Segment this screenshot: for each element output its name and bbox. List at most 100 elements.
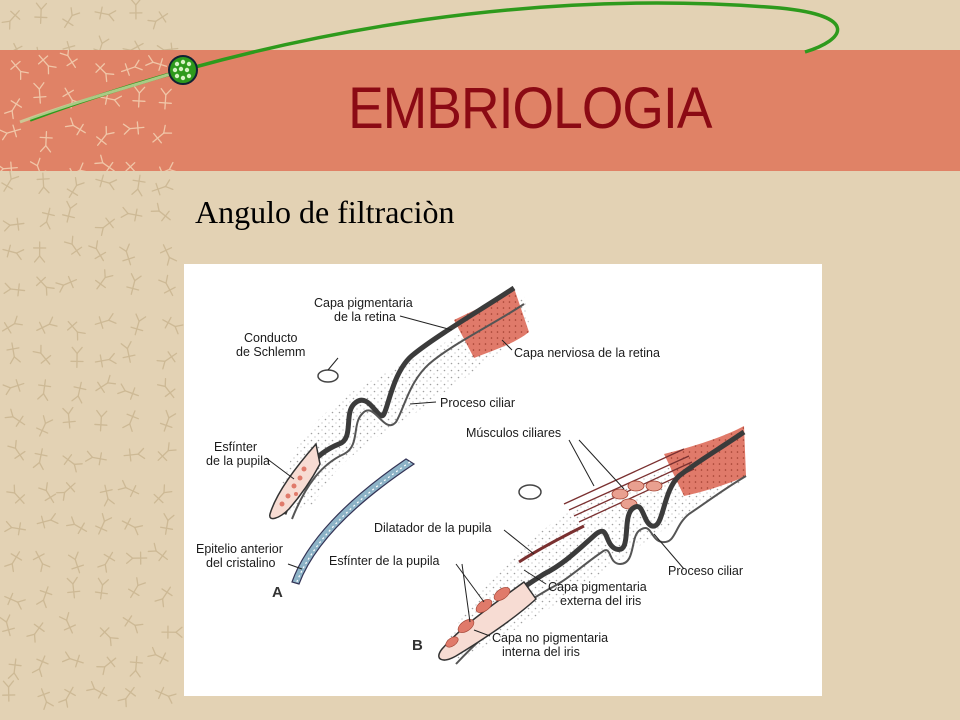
texture-glyph	[126, 273, 142, 295]
texture-glyph	[36, 513, 59, 529]
texture-glyph	[62, 200, 78, 223]
lens-epithelium-a	[291, 458, 416, 585]
texture-glyph	[160, 513, 175, 535]
swoosh-tail	[19, 68, 184, 124]
texture-glyph	[6, 342, 21, 365]
label-capa-no-pig-line1: Capa no pigmentaria	[492, 631, 608, 645]
texture-glyph	[94, 313, 117, 329]
texture-glyph	[157, 442, 177, 462]
texture-glyph	[58, 612, 77, 634]
texture-glyph	[0, 161, 18, 171]
texture-glyph	[96, 656, 117, 676]
texture-glyph	[32, 550, 51, 573]
texture-glyph	[26, 622, 45, 643]
texture-glyph	[159, 244, 178, 266]
texture-glyph	[64, 117, 86, 136]
texture-glyph	[147, 11, 169, 30]
texture-glyph	[58, 686, 76, 708]
label-conducto-line1: Conducto	[244, 331, 298, 345]
texture-glyph	[94, 217, 115, 237]
texture-glyph	[122, 615, 144, 634]
texture-glyph	[125, 551, 148, 565]
texture-glyph	[120, 59, 143, 76]
band-texture	[0, 50, 178, 171]
sphincter-cells-a	[279, 466, 307, 507]
texture-glyph	[86, 680, 108, 699]
sphincter-cells-b	[445, 587, 511, 648]
texture-glyph	[39, 131, 53, 153]
texture-glyph	[0, 124, 22, 141]
label-epitelio-line1: Epitelio anterior	[196, 542, 283, 556]
texture-glyph	[94, 154, 115, 171]
texture-glyph	[61, 651, 84, 668]
texture-glyph	[4, 408, 26, 427]
texture-glyph	[125, 161, 137, 171]
texture-glyph	[156, 377, 176, 399]
ciliary-muscle-cells-b	[611, 480, 663, 510]
schlemm-canal-b	[518, 484, 542, 500]
inner-layer-b	[455, 475, 747, 665]
texture-glyph	[120, 341, 136, 363]
label-capa-nerviosa: Capa nerviosa de la retina	[514, 346, 660, 360]
texture-glyph	[4, 98, 23, 120]
texture-glyph	[150, 202, 171, 222]
texture-glyph	[62, 7, 81, 28]
texture-glyph	[66, 162, 89, 171]
texture-glyph	[33, 82, 47, 104]
texture-glyph	[94, 6, 117, 22]
texture-glyph	[94, 577, 109, 600]
texture-glyph	[155, 161, 178, 171]
texture-glyph	[37, 379, 52, 401]
texture-glyph	[94, 352, 117, 368]
texture-glyph	[1, 10, 21, 30]
texture-glyph	[161, 625, 183, 639]
texture-glyph	[154, 586, 173, 608]
texture-glyph	[129, 655, 143, 678]
texture-glyph	[31, 655, 49, 678]
texture-glyph	[36, 316, 58, 334]
pigment-layer-a	[281, 285, 516, 515]
panel-b: Músculos ciliares Dilatador de la pupila…	[329, 426, 747, 665]
texture-glyph	[159, 409, 177, 432]
texture-glyph	[36, 415, 54, 437]
texture-glyph	[147, 542, 168, 562]
swoosh-line	[29, 1, 840, 122]
texture-glyph	[3, 282, 26, 297]
texture-glyph	[63, 235, 83, 257]
texture-glyph	[147, 646, 169, 665]
texture-glyph	[0, 614, 15, 637]
texture-glyph	[66, 176, 85, 198]
texture-glyph	[130, 313, 147, 336]
texture-glyph	[154, 686, 177, 704]
label-conducto-line2: de Schlemm	[236, 345, 305, 359]
texture-glyph	[70, 346, 84, 369]
label-dilatador: Dilatador de la pupila	[374, 521, 491, 535]
texture-glyph	[123, 447, 146, 462]
texture-glyph	[55, 275, 78, 293]
texture-glyph	[129, 0, 143, 20]
texture-glyph	[33, 241, 47, 263]
texture-glyph	[145, 55, 168, 71]
texture-glyph	[36, 172, 50, 194]
label-capa-no-pig-line2: interna del iris	[502, 645, 580, 659]
texture-glyph	[37, 688, 54, 710]
texture-glyph	[156, 351, 178, 370]
inner-layer-a	[291, 303, 525, 520]
texture-glyph	[95, 174, 118, 191]
label-proceso-ciliar-b: Proceso ciliar	[668, 564, 743, 578]
label-epitelio-line2: del cristalino	[206, 556, 276, 570]
texture-strip	[0, 0, 184, 710]
texture-glyph	[56, 482, 76, 501]
texture-glyph	[4, 551, 23, 573]
texture-glyph	[1, 170, 20, 192]
texture-glyph	[121, 517, 144, 536]
texture-glyph	[88, 240, 107, 262]
texture-glyph	[6, 484, 26, 504]
texture-glyph	[119, 243, 136, 266]
texture-glyph	[7, 439, 26, 461]
title-band	[0, 50, 960, 171]
label-capa-pigmentaria-line1: Capa pigmentaria	[314, 296, 413, 310]
label-esfinter-b: Esfínter de la pupila	[329, 554, 440, 568]
texture-glyph	[128, 577, 146, 599]
texture-glyph	[62, 406, 76, 429]
